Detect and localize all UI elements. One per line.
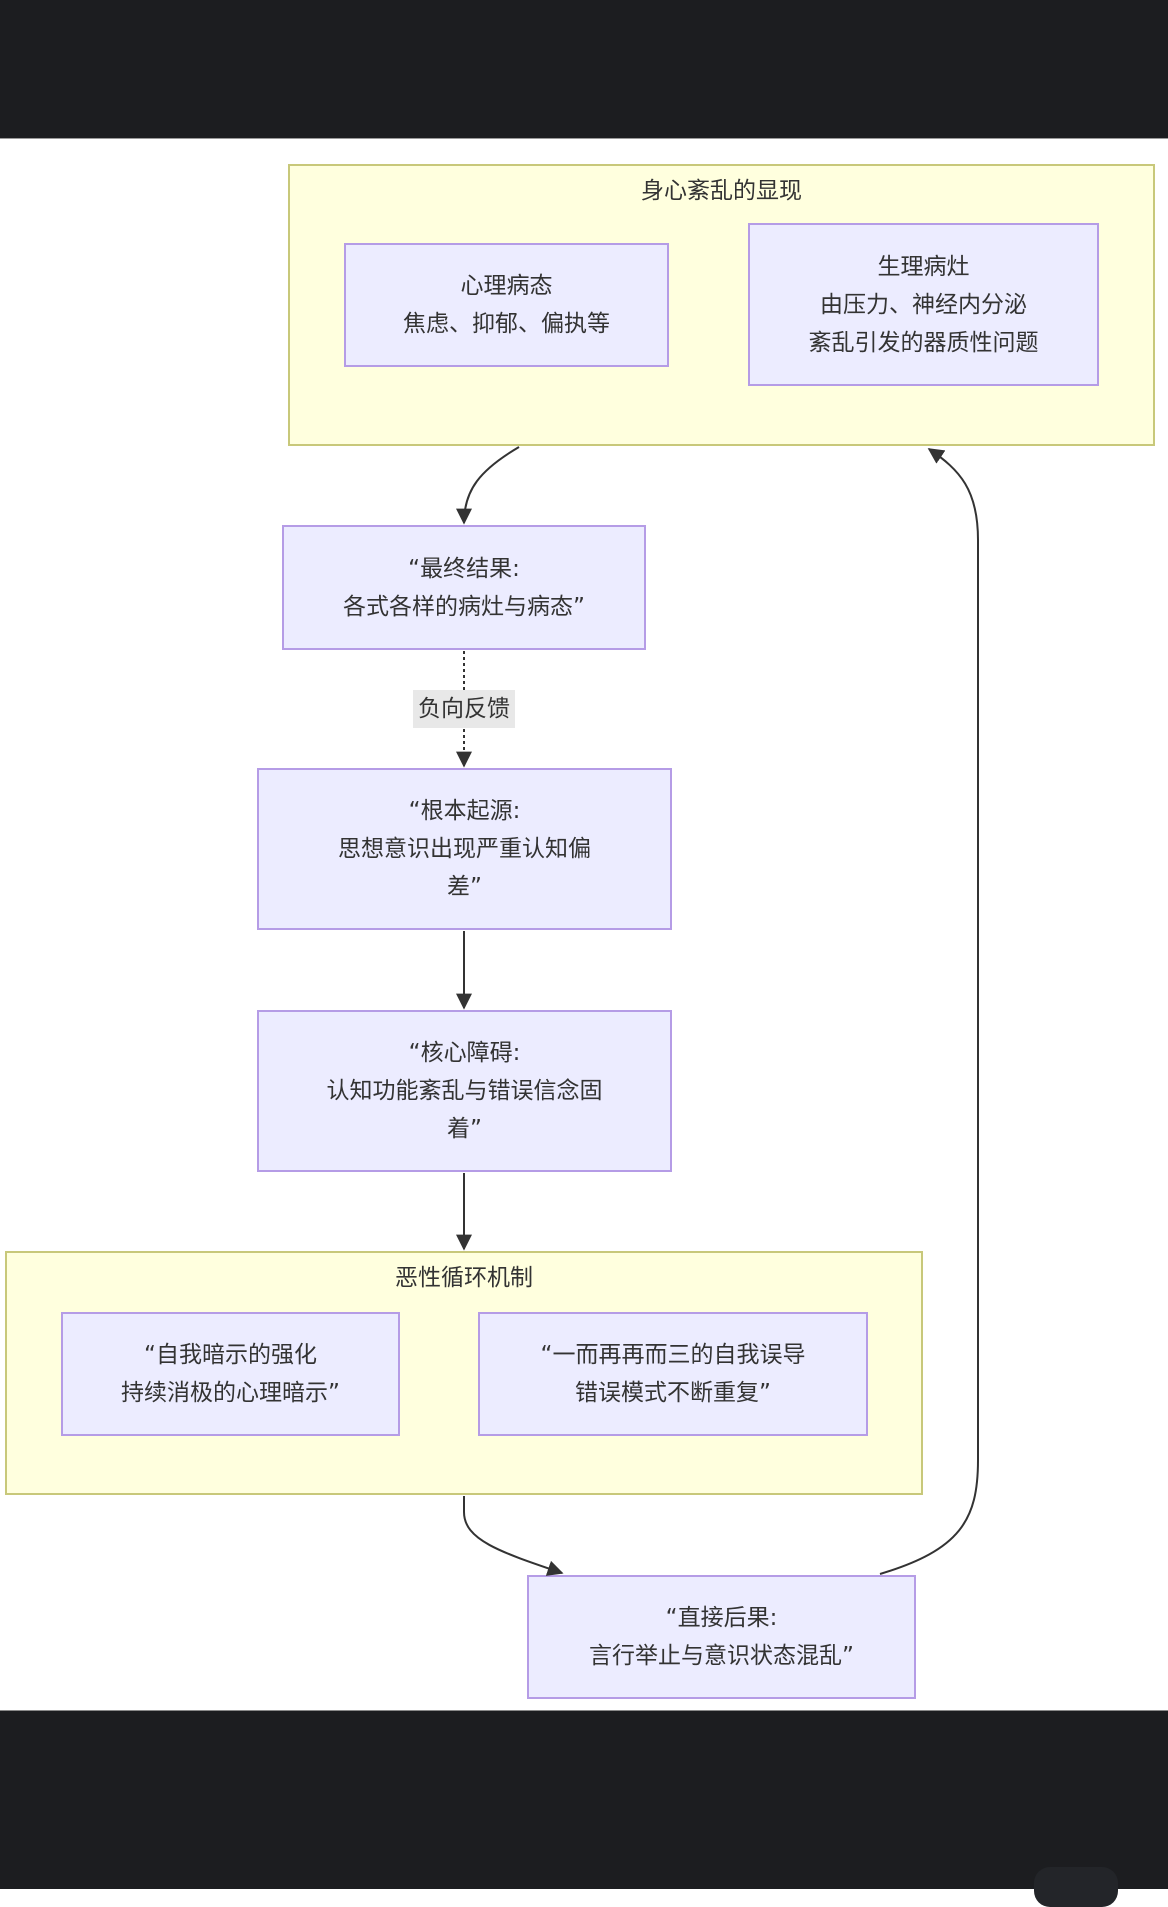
node-label: “根本起源: 思想意识出现严重认知偏 差” (338, 798, 591, 900)
node-label: “自我暗示的强化 持续消极的心理暗示” (121, 1342, 340, 1406)
node-label: 生理病灶 由压力、神经内分泌 紊乱引发的器质性问题 (808, 253, 1039, 356)
top-chrome-bar (0, 0, 1168, 139)
node-psychological[interactable]: 心理病态 焦虑、抑郁、偏执等 (344, 243, 669, 367)
node-label: 心理病态 焦虑、抑郁、偏执等 (403, 273, 610, 337)
node-label: “一而再再而三的自我误导 错误模式不断重复” (540, 1342, 806, 1406)
edge-label-negative-feedback: 负向反馈 (413, 690, 515, 728)
edge-direct-consequence-to-manifestation (879, 448, 979, 1575)
floating-action-button[interactable] (1034, 1867, 1118, 1907)
edge-vicious-cycle-to-direct-consequence (463, 1496, 564, 1576)
cluster-title: 身心紊乱的显现 (641, 178, 802, 204)
node-label: “核心障碍: 认知功能紊乱与错误信念固 着” (326, 1040, 603, 1142)
node-final-result[interactable]: “最终结果: 各式各样的病灶与病态” (282, 525, 646, 650)
cluster-title: 恶性循环机制 (395, 1265, 533, 1291)
node-self-misleading[interactable]: “一而再再而三的自我误导 错误模式不断重复” (478, 1312, 868, 1436)
node-core-obstacle[interactable]: “核心障碍: 认知功能紊乱与错误信念固 着” (257, 1010, 672, 1172)
node-direct-consequence[interactable]: “直接后果: 言行举止与意识状态混乱” (527, 1575, 916, 1699)
node-root-origin[interactable]: “根本起源: 思想意识出现严重认知偏 差” (257, 768, 672, 930)
bottom-chrome-bar (0, 1710, 1168, 1889)
node-label: “最终结果: 各式各样的病灶与病态” (343, 555, 585, 620)
edge-manifestation-to-final-result (456, 446, 520, 525)
node-self-suggestion[interactable]: “自我暗示的强化 持续消极的心理暗示” (61, 1312, 400, 1436)
node-physiological[interactable]: 生理病灶 由压力、神经内分泌 紊乱引发的器质性问题 (748, 223, 1099, 386)
node-label: “直接后果: 言行举止与意识状态混乱” (589, 1605, 854, 1669)
